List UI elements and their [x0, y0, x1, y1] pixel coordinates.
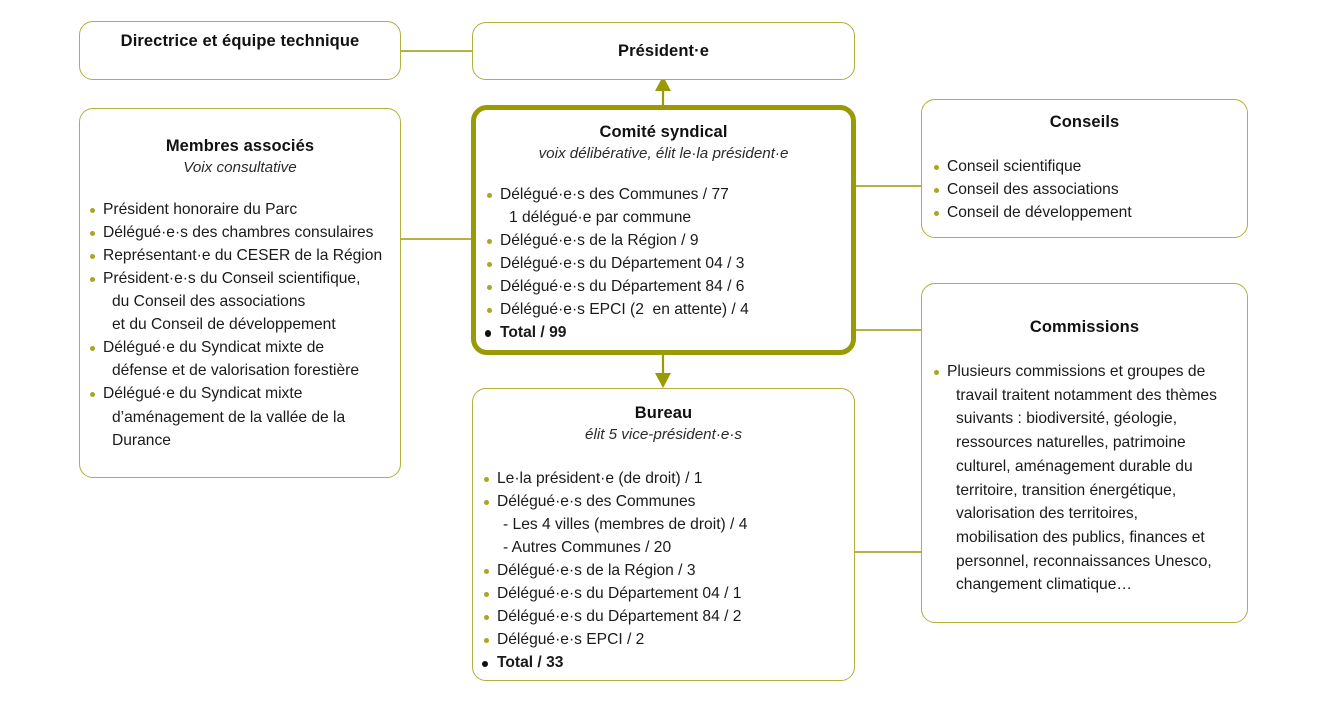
- conseils-list: Conseil scientifique Conseil des associa…: [932, 155, 1247, 224]
- list-item: Président honoraire du Parc: [88, 198, 400, 221]
- box-commissions[interactable]: Commissions Plusieurs commissions et gro…: [921, 283, 1248, 623]
- box-comite-syndical-title: Comité syndical: [599, 123, 728, 141]
- list-item: valorisation des territoires,: [956, 505, 1139, 523]
- list-item: mobilisation des publics, finances et: [956, 528, 1205, 546]
- list-item: personnel, reconnaissances Unesco,: [956, 552, 1212, 570]
- list-item: travail traitent notamment des thèmes: [956, 386, 1217, 404]
- list-item: Plusieurs commissions et groupes de: [932, 360, 1247, 384]
- box-membres-associes-title: Membres associés: [165, 137, 315, 155]
- box-bureau[interactable]: Bureau élit 5 vice-président·e·s Le·la p…: [472, 388, 855, 681]
- list-item: d’aménagement de la vallée de la: [112, 408, 346, 426]
- list-item: Conseil scientifique: [932, 155, 1247, 178]
- list-item: suivants : biodiversité, géologie,: [956, 410, 1178, 428]
- list-item: Conseil de développement: [932, 201, 1247, 224]
- list-item: et du Conseil de développement: [112, 316, 336, 334]
- list-item-total: Total / 33: [482, 651, 854, 674]
- list-item: Délégué·e·s EPCI (2 en attente) / 4: [485, 298, 851, 321]
- box-comite-syndical-subtitle: voix délibérative, élit le·la président·…: [538, 145, 789, 163]
- box-commissions-title: Commissions: [1029, 318, 1140, 336]
- list-item: Délégué·e·s du Département 84 / 6: [485, 275, 851, 298]
- list-item: Le·la président·e (de droit) / 1: [482, 467, 854, 490]
- list-item: - Autres Communes / 20: [503, 539, 672, 557]
- box-comite-syndical[interactable]: Comité syndical voix délibérative, élit …: [471, 105, 856, 355]
- bureau-list: Le·la président·e (de droit) / 1 Délégué…: [482, 467, 854, 675]
- box-bureau-subtitle: élit 5 vice-président·e·s: [585, 426, 742, 444]
- list-item: territoire, transition énergétique,: [956, 481, 1177, 499]
- membres-associes-list: Président honoraire du Parc Délégué·e·s …: [88, 198, 400, 452]
- list-item: - Les 4 villes (membres de droit) / 4: [503, 516, 748, 534]
- list-item: Délégué·e·s de la Région / 3: [482, 559, 854, 582]
- list-item: Conseil des associations: [932, 178, 1247, 201]
- comite-syndical-list: Délégué·e·s des Communes / 77 1 délégué·…: [485, 183, 851, 345]
- list-item: Délégué·e·s EPCI / 2: [482, 628, 854, 651]
- list-item: changement climatique…: [956, 576, 1132, 594]
- box-membres-associes-subtitle: Voix consultative: [183, 159, 297, 177]
- list-item: 1 délégué·e par commune: [509, 208, 692, 226]
- list-item: Délégué·e·s des Communes: [482, 490, 854, 513]
- box-conseils-title: Conseils: [1049, 113, 1120, 131]
- box-conseils[interactable]: Conseils Conseil scientifique Conseil de…: [921, 99, 1248, 238]
- list-item: culturel, aménagement durable du: [956, 457, 1193, 475]
- list-item: du Conseil des associations: [112, 293, 306, 311]
- arrowhead-down-bureau: [655, 373, 671, 388]
- list-item: Délégué·e du Syndicat mixte de: [88, 336, 400, 359]
- list-item: Président·e·s du Conseil scientifique,: [88, 267, 400, 290]
- box-membres-associes[interactable]: Membres associés Voix consultative Prési…: [79, 108, 401, 478]
- list-item: Délégué·e·s de la Région / 9: [485, 229, 851, 252]
- box-directrice-et-equipe-technique[interactable]: Directrice et équipe technique: [79, 21, 401, 80]
- box-presidente-title: Président·e: [618, 42, 709, 60]
- list-item: Délégué·e·s du Département 04 / 1: [482, 582, 854, 605]
- list-item: Représentant·e du CESER de la Région: [88, 244, 400, 267]
- box-presidente[interactable]: Président·e: [472, 22, 855, 80]
- list-item: défense et de valorisation forestière: [112, 362, 360, 380]
- list-item-total: Total / 99: [485, 321, 851, 344]
- list-item: ressources naturelles, patrimoine: [956, 434, 1186, 452]
- list-item: Délégué·e·s des chambres consulaires: [88, 221, 400, 244]
- box-directrice-title: Directrice et équipe technique: [120, 32, 360, 50]
- list-item: Délégué·e·s des Communes / 77: [485, 183, 851, 206]
- list-item: Délégué·e du Syndicat mixte: [88, 382, 400, 405]
- list-item: Délégué·e·s du Département 84 / 2: [482, 605, 854, 628]
- box-bureau-title: Bureau: [634, 404, 693, 422]
- list-item: Délégué·e·s du Département 04 / 3: [485, 252, 851, 275]
- commissions-list: Plusieurs commissions et groupes de trav…: [932, 360, 1247, 597]
- list-item: Durance: [112, 431, 171, 449]
